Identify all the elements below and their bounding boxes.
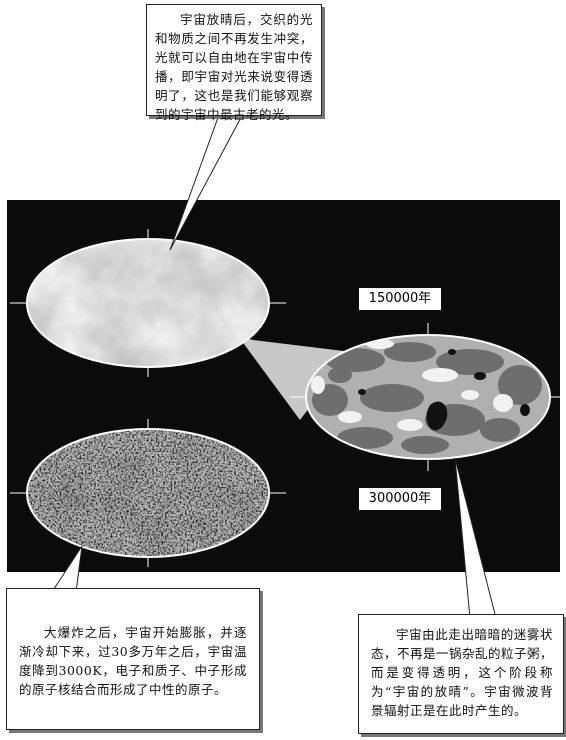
map-posterized-blobs — [305, 334, 551, 460]
projection-beam — [238, 336, 352, 420]
year-label-300000: 300000年 — [359, 488, 441, 510]
callout-bottom-right: 宇宙由此走出暗暗的迷雾状态，不再是一锅杂乱的粒子粥，而是变得透明，这个阶段称为“… — [358, 614, 564, 734]
callout-top: 宇宙放晴后，交织的光和物质之间不再发生冲突，光就可以自由地在宇宙中传播，即宇宙对… — [146, 4, 322, 122]
year-label-150000: 150000年 — [359, 288, 441, 310]
map-smooth-cloudy — [26, 238, 270, 368]
map-grainy-noise — [26, 428, 270, 558]
callout-bottom-left: 大爆炸之后，宇宙开始膨胀，并逐渐冷却下来，过30多万年之后，宇宙温度降到3000… — [6, 588, 260, 730]
